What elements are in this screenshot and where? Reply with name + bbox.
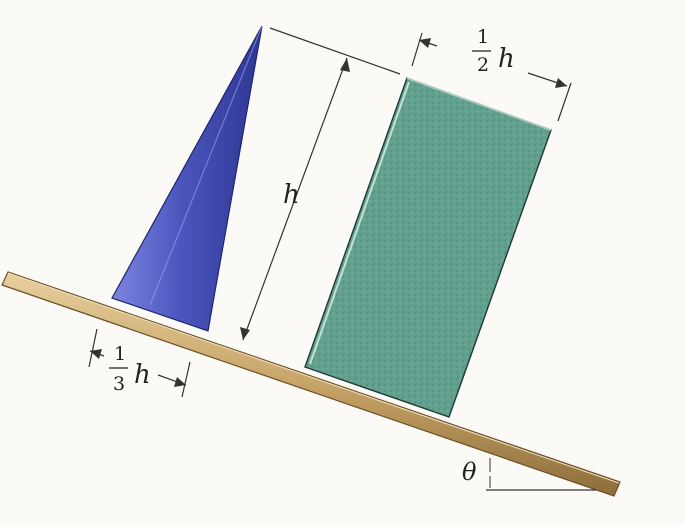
block-width-numerator: 1 [477, 26, 489, 48]
cone [111, 25, 263, 332]
cone-base-dimension: 1 3 h [88, 328, 191, 398]
block-width-denominator: 2 [477, 54, 489, 76]
cone-base-variable: h [134, 360, 151, 390]
cone-base-denominator: 3 [113, 373, 125, 395]
block-width-dimension: 1 2 h [411, 26, 572, 122]
angle-label: θ [462, 458, 477, 486]
block-width-variable: h [498, 44, 515, 74]
rectangular-block [304, 77, 552, 418]
incline-plane [1, 271, 621, 497]
cone-base-numerator: 1 [114, 343, 126, 365]
angle-marker: θ [462, 458, 596, 491]
height-label: h [283, 180, 300, 210]
height-dimension: h [240, 27, 401, 341]
